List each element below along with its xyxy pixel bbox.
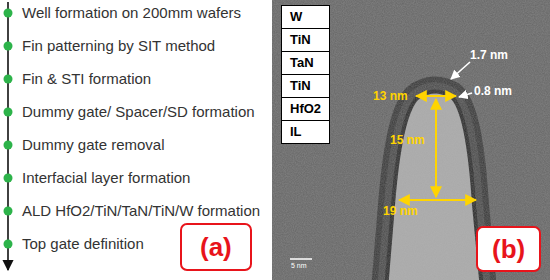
leader-arrow: [451, 62, 470, 79]
process-step: Well formation on 200mm wafers: [22, 4, 241, 22]
thickness-label: 1.7 nm: [470, 48, 508, 62]
layer-name: TaN: [282, 52, 329, 75]
step-dots: [4, 9, 13, 249]
layer-name: TiN: [282, 29, 329, 52]
dimension-label: 13 nm: [373, 89, 408, 103]
process-step: Fin patterning by SIT method: [22, 37, 215, 55]
scale-label: 5 nm: [291, 262, 307, 270]
panel-label-box: (b): [476, 226, 541, 272]
layer-name: IL: [282, 121, 329, 143]
dimension-arrow: [435, 99, 437, 197]
layer-stack-table: WTiNTaNTiNHfO2IL: [281, 5, 330, 144]
layer-name: W: [282, 6, 329, 29]
process-step: Top gate definition: [22, 235, 144, 253]
tem-image: [272, 0, 550, 280]
thickness-label: 0.8 nm: [474, 84, 512, 98]
process-step: Interfacial layer formation: [22, 169, 190, 187]
dimension-arrow: [399, 199, 476, 201]
process-step: Fin & STI formation: [22, 70, 151, 88]
panel-label: (a): [200, 231, 232, 263]
dimension-label: 19 nm: [383, 204, 418, 218]
layer-name: TiN: [282, 75, 329, 98]
layer-name: HfO2: [282, 98, 329, 121]
process-step: Dummy gate/ Spacer/SD formation: [22, 103, 255, 121]
leader-arrow: [459, 93, 472, 97]
dimension-label: 15 nm: [390, 133, 425, 147]
process-step: ALD HfO2/TiN/TaN/TiN/W formation: [22, 202, 260, 220]
panel-label: (b): [492, 233, 525, 265]
panel-label-box: (a): [180, 223, 252, 271]
process-step: Dummy gate removal: [22, 136, 165, 154]
dimension-arrow: [416, 95, 456, 97]
scale-bar: [290, 258, 312, 260]
